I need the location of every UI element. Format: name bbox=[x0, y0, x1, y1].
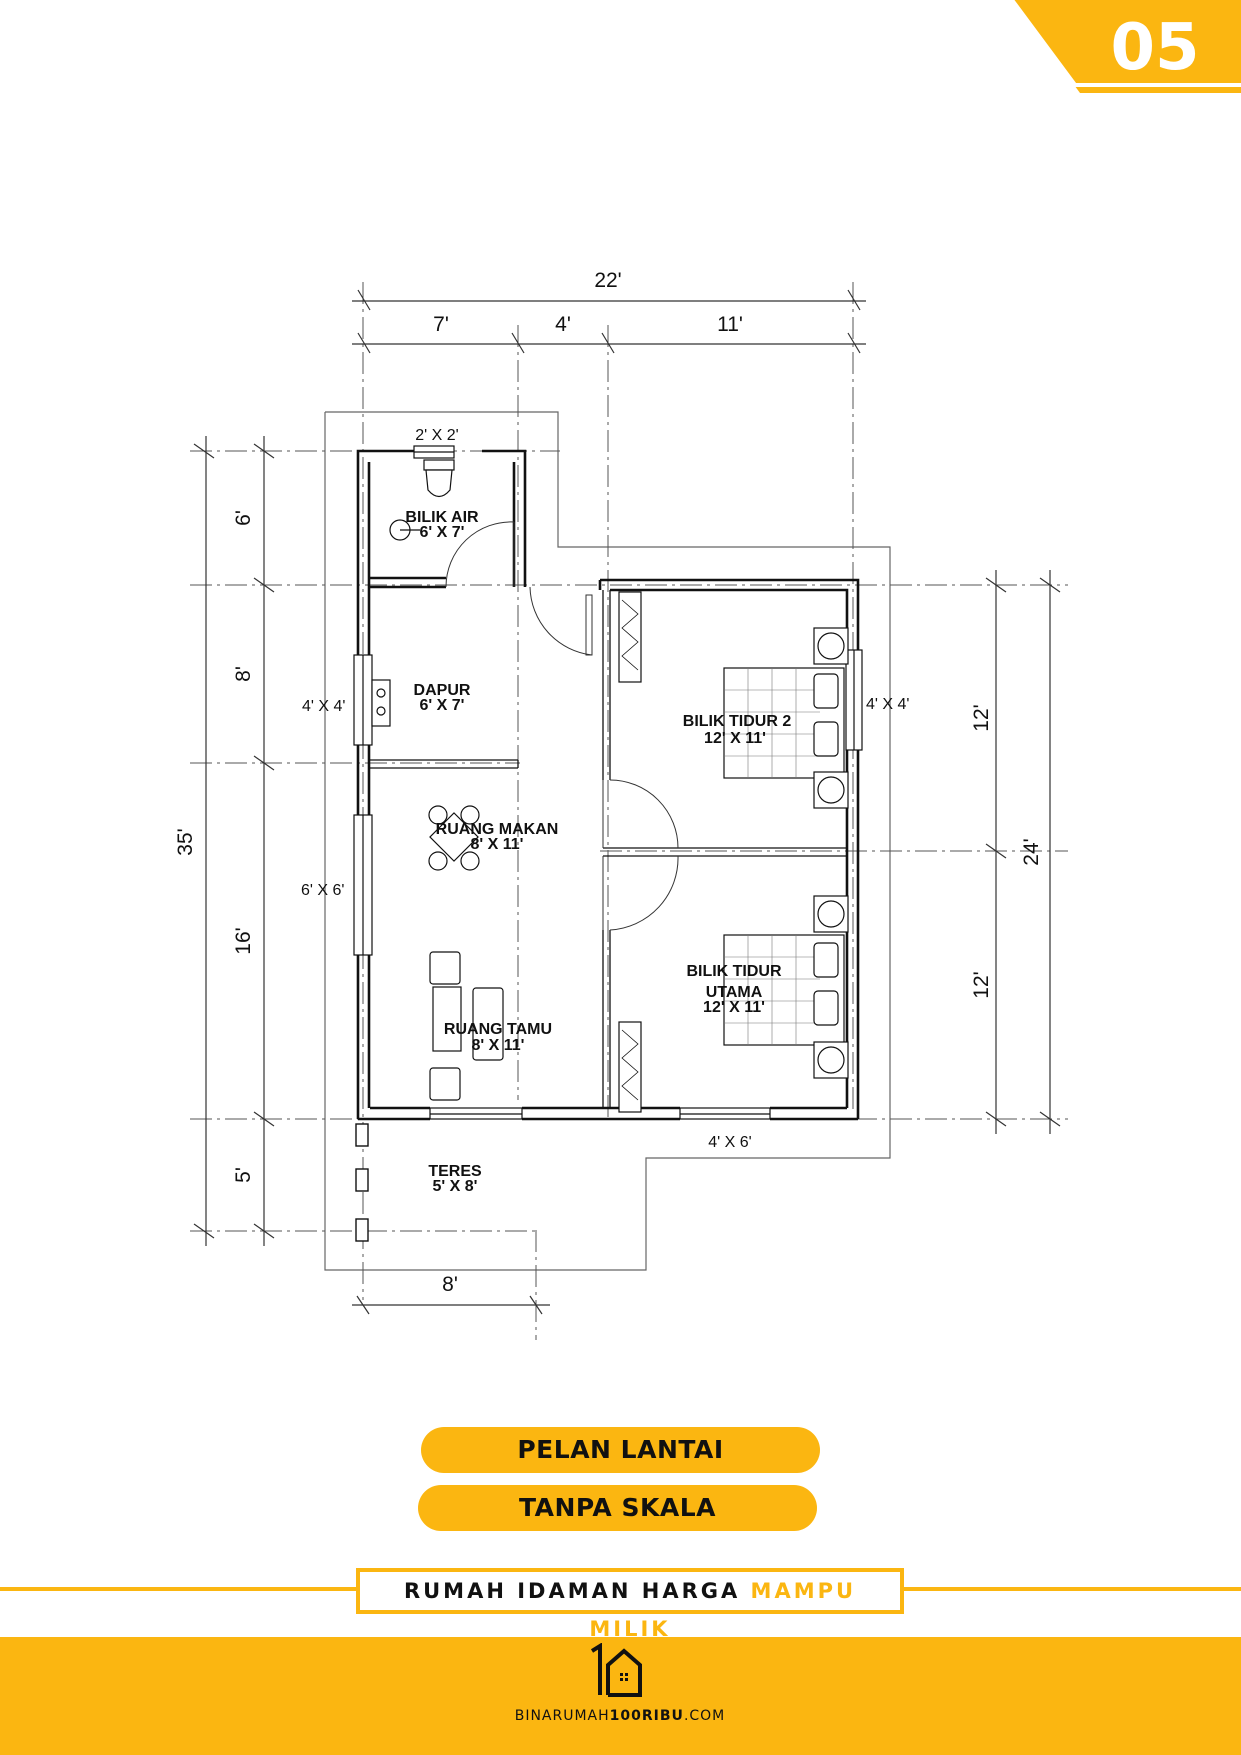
room-kitchen-size: 6' X 7' bbox=[420, 697, 465, 714]
dim-left-d: 5' bbox=[232, 1167, 255, 1183]
windows bbox=[353, 445, 863, 1120]
dim-right-total: 24' bbox=[1020, 838, 1043, 865]
tagline-text: RUMAH IDAMAN HARGA bbox=[403, 1579, 751, 1603]
room-master-size: 12' X 11' bbox=[703, 999, 765, 1016]
dim-total-width: 22' bbox=[594, 269, 621, 292]
room-porch-name: TERES bbox=[428, 1163, 482, 1180]
room-master-name-2: UTAMA bbox=[706, 984, 763, 1001]
dim-left-c: 16' bbox=[232, 927, 255, 954]
room-bedroom2-size: 12' X 11' bbox=[704, 730, 766, 747]
plan-title-pill: PELAN LANTAI bbox=[421, 1427, 820, 1473]
house-logo-icon bbox=[590, 1643, 642, 1697]
corner-badge bbox=[1010, 0, 1241, 93]
dim-porch-width: 8' bbox=[442, 1273, 458, 1296]
dim-seg-a: 7' bbox=[433, 313, 449, 336]
tagline-rule-left bbox=[0, 1587, 356, 1591]
dim-left-b: 8' bbox=[232, 666, 255, 682]
dim-right-b: 12' bbox=[970, 971, 993, 998]
doors bbox=[445, 521, 679, 931]
window-label-toilet: 2' X 2' bbox=[415, 427, 458, 444]
page-number: 05 bbox=[1110, 11, 1200, 85]
website-url[interactable]: BINARUMAH100RIBU.COM bbox=[420, 1708, 820, 1724]
fixtures bbox=[371, 459, 642, 1113]
window-label-bedroom2: 4' X 4' bbox=[866, 696, 909, 713]
furniture-living-dining bbox=[428, 805, 504, 1101]
website-url-bold: 100RIBU bbox=[609, 1708, 684, 1724]
dim-seg-b: 4' bbox=[555, 313, 571, 336]
porch-columns bbox=[355, 1123, 369, 1242]
tagline-rule-right bbox=[902, 1587, 1241, 1591]
room-bedroom2-name: BILIK TIDUR 2 bbox=[683, 713, 792, 730]
room-living-name: RUANG TAMU bbox=[444, 1021, 552, 1038]
room-bathroom-name: BILIK AIR bbox=[405, 509, 479, 526]
room-living-size: 8' X 11' bbox=[472, 1037, 525, 1054]
dimension-lines bbox=[193, 289, 1061, 1315]
website-url-suffix: .COM bbox=[683, 1708, 726, 1724]
dim-left-a: 6' bbox=[232, 510, 255, 526]
tagline-box: RUMAH IDAMAN HARGA MAMPU MILIK bbox=[356, 1568, 904, 1641]
website-url-prefix: BINARUMAH bbox=[514, 1708, 610, 1724]
room-porch-size: 5' X 8' bbox=[433, 1178, 478, 1195]
floor-plan: 22' 7' 4' 11' 35' 6' 8' 16' 5' 24' 12' 1… bbox=[174, 269, 1068, 1340]
dim-right-a: 12' bbox=[970, 704, 993, 731]
window-label-kitchen: 4' X 4' bbox=[302, 698, 345, 715]
room-bathroom-size: 6' X 7' bbox=[420, 524, 465, 541]
furniture-beds bbox=[723, 627, 849, 1079]
room-master-name-1: BILIK TIDUR bbox=[686, 963, 782, 980]
plan-scale-pill: TANPA SKALA bbox=[418, 1485, 817, 1531]
room-dining-size: 8' X 11' bbox=[471, 836, 524, 853]
window-label-front: 4' X 6' bbox=[708, 1134, 751, 1151]
gridlines bbox=[190, 282, 1068, 1340]
dim-total-depth: 35' bbox=[174, 828, 197, 855]
site-boundary bbox=[324, 411, 891, 1271]
dim-seg-c: 11' bbox=[717, 313, 743, 336]
room-kitchen-name: DAPUR bbox=[414, 682, 471, 699]
room-dining-name: RUANG MAKAN bbox=[436, 821, 559, 838]
window-label-dining: 6' X 6' bbox=[301, 882, 344, 899]
